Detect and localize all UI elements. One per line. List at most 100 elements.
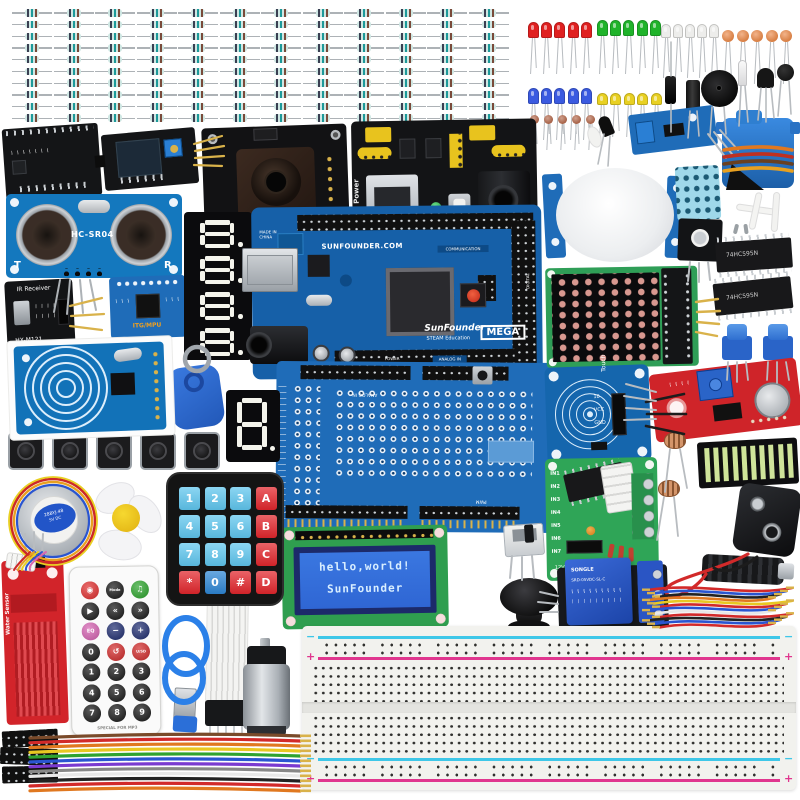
joystick-button xyxy=(253,127,278,141)
lead xyxy=(573,123,577,151)
resistor-band xyxy=(325,55,328,64)
resistor xyxy=(427,78,467,88)
resistor-band xyxy=(35,114,37,122)
segment xyxy=(229,307,234,317)
resistor-body xyxy=(66,79,81,87)
resistor xyxy=(385,113,426,123)
screw-terminal-block xyxy=(636,560,665,624)
bottom-pads xyxy=(19,181,86,193)
silkscreen xyxy=(11,148,52,155)
proto-strip-left xyxy=(291,383,321,508)
resistor-band xyxy=(367,114,369,122)
resistor xyxy=(607,543,615,559)
mount-hole xyxy=(330,129,341,141)
resistor-band xyxy=(317,91,320,99)
resistor-band xyxy=(325,67,328,76)
lead xyxy=(714,37,718,73)
mount-hole xyxy=(688,113,698,122)
resistor-band xyxy=(31,20,33,29)
snap-terminal xyxy=(761,521,783,544)
resistor-band xyxy=(35,9,37,17)
shift-register-ic: 74HC595N xyxy=(715,232,793,278)
bargraph-segment xyxy=(731,446,739,481)
resistor-band xyxy=(114,44,116,52)
resistor-band xyxy=(276,67,278,76)
resistor-band xyxy=(367,55,369,64)
jumper-block xyxy=(566,539,603,554)
resistor-body xyxy=(108,79,122,87)
body xyxy=(650,93,662,105)
body xyxy=(649,20,661,36)
resistor-band xyxy=(325,102,328,111)
red-led xyxy=(541,22,553,75)
regulator xyxy=(425,138,442,159)
resistor-band xyxy=(31,32,33,40)
resistor-band xyxy=(280,91,282,99)
water-sensor: Water Sensor xyxy=(1,553,69,726)
resistor-band xyxy=(363,102,365,111)
resistor-body xyxy=(108,32,122,40)
wire-tip xyxy=(780,602,788,605)
resistor-body xyxy=(274,114,288,122)
resistor-band xyxy=(359,79,361,87)
resistor xyxy=(12,31,52,41)
segment xyxy=(229,235,234,245)
resistor-band xyxy=(72,79,75,87)
resistor-band xyxy=(321,91,324,99)
resistor-band xyxy=(321,102,324,111)
resistor-body xyxy=(66,91,81,99)
body xyxy=(610,20,622,36)
resistor-band xyxy=(238,114,241,122)
buzzer xyxy=(701,70,738,107)
rfid-rc522-module xyxy=(13,341,167,435)
resistor-body xyxy=(25,114,39,122)
resistor xyxy=(219,113,260,123)
shift-register-ic: 74HC595N xyxy=(712,271,794,321)
resistor xyxy=(427,113,467,123)
resistor-band xyxy=(367,91,369,99)
keypad-key-6: 6 xyxy=(230,515,251,538)
segment xyxy=(204,279,230,284)
ceramic-capacitor xyxy=(722,30,734,85)
terminal-bank-bottom xyxy=(312,714,784,756)
resistor-band xyxy=(404,91,407,99)
highlight xyxy=(640,96,644,101)
body xyxy=(636,20,648,36)
resistor-band xyxy=(35,67,37,76)
resistor-body xyxy=(274,67,288,76)
servo-horn-arm2 xyxy=(770,191,781,233)
resistor xyxy=(427,67,467,77)
small-capacitor xyxy=(586,115,595,151)
resistor xyxy=(468,102,509,112)
header-right xyxy=(511,220,537,369)
resistor-band xyxy=(68,114,71,122)
lead xyxy=(587,37,591,69)
blue-led xyxy=(580,88,592,141)
lcd-line2: SunFounder xyxy=(326,581,404,596)
resistor-band xyxy=(118,91,120,99)
brand-sub: STEAM Education xyxy=(426,335,471,342)
resistor xyxy=(344,102,384,112)
body xyxy=(597,20,608,36)
resistor xyxy=(261,67,301,77)
usb-metal xyxy=(247,255,293,285)
reset-button-base xyxy=(459,283,487,308)
segment xyxy=(237,425,242,447)
button-cap xyxy=(17,442,35,460)
resistor-body xyxy=(398,102,413,111)
resistor-band xyxy=(31,44,33,52)
lead xyxy=(629,35,633,69)
resistor-band xyxy=(446,9,448,17)
resistor xyxy=(261,102,301,112)
blue-led xyxy=(541,88,553,141)
pir-dome xyxy=(556,168,674,262)
resistor-band xyxy=(400,114,403,122)
resistor-band xyxy=(193,79,195,87)
resistor-band xyxy=(367,32,369,40)
resistor-band xyxy=(110,114,112,122)
resistor-body xyxy=(232,32,247,40)
resistor-band xyxy=(317,79,320,87)
resistor-band xyxy=(483,91,486,99)
resistor-band xyxy=(359,91,361,99)
segment xyxy=(204,231,230,237)
